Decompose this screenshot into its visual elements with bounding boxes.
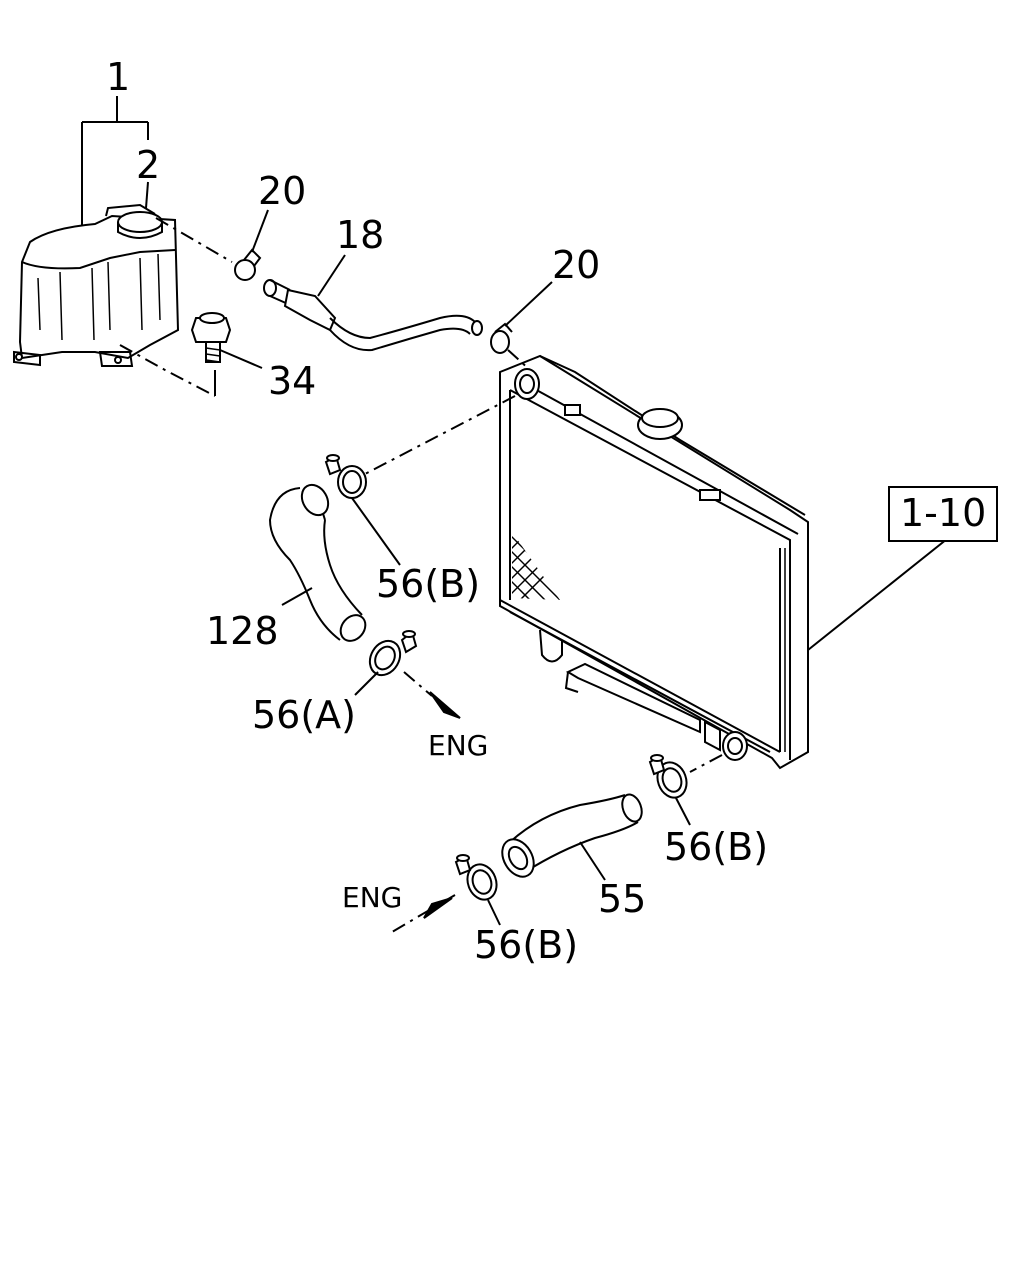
label-part-1: 1 bbox=[106, 55, 131, 99]
hose-128 bbox=[268, 483, 367, 642]
clamp-56b-right bbox=[648, 754, 691, 826]
label-eng-top: ENG bbox=[428, 729, 489, 762]
label-part-20-left: 20 bbox=[258, 169, 307, 213]
label-part-56b-upper: 56(B) bbox=[376, 562, 481, 606]
radiator bbox=[499, 354, 953, 770]
label-eng-bottom: ENG bbox=[342, 881, 403, 914]
clamp-56b-bottom bbox=[391, 854, 501, 933]
clamp-56a bbox=[354, 630, 461, 719]
clip-20-left bbox=[234, 209, 269, 281]
label-part-56b-right: 56(B) bbox=[664, 825, 769, 869]
leader-lines-1-2 bbox=[81, 96, 149, 225]
label-part-18: 18 bbox=[336, 213, 385, 257]
reservoir-tank bbox=[13, 203, 180, 367]
label-part-56a: 56(A) bbox=[252, 693, 356, 737]
clip-20-right bbox=[490, 281, 553, 371]
label-part-128: 128 bbox=[206, 609, 279, 653]
label-part-56b-bottom: 56(B) bbox=[474, 923, 579, 967]
label-part-20-right: 20 bbox=[552, 243, 601, 287]
label-part-1-10: 1-10 bbox=[888, 486, 999, 542]
clamp-56b-upper bbox=[324, 454, 401, 566]
hose-55 bbox=[501, 793, 643, 881]
label-part-55: 55 bbox=[598, 877, 647, 921]
label-part-34: 34 bbox=[268, 359, 317, 403]
label-part-2: 2 bbox=[136, 143, 161, 187]
overflow-hose-18 bbox=[263, 254, 483, 352]
bolt-34 bbox=[119, 312, 263, 397]
